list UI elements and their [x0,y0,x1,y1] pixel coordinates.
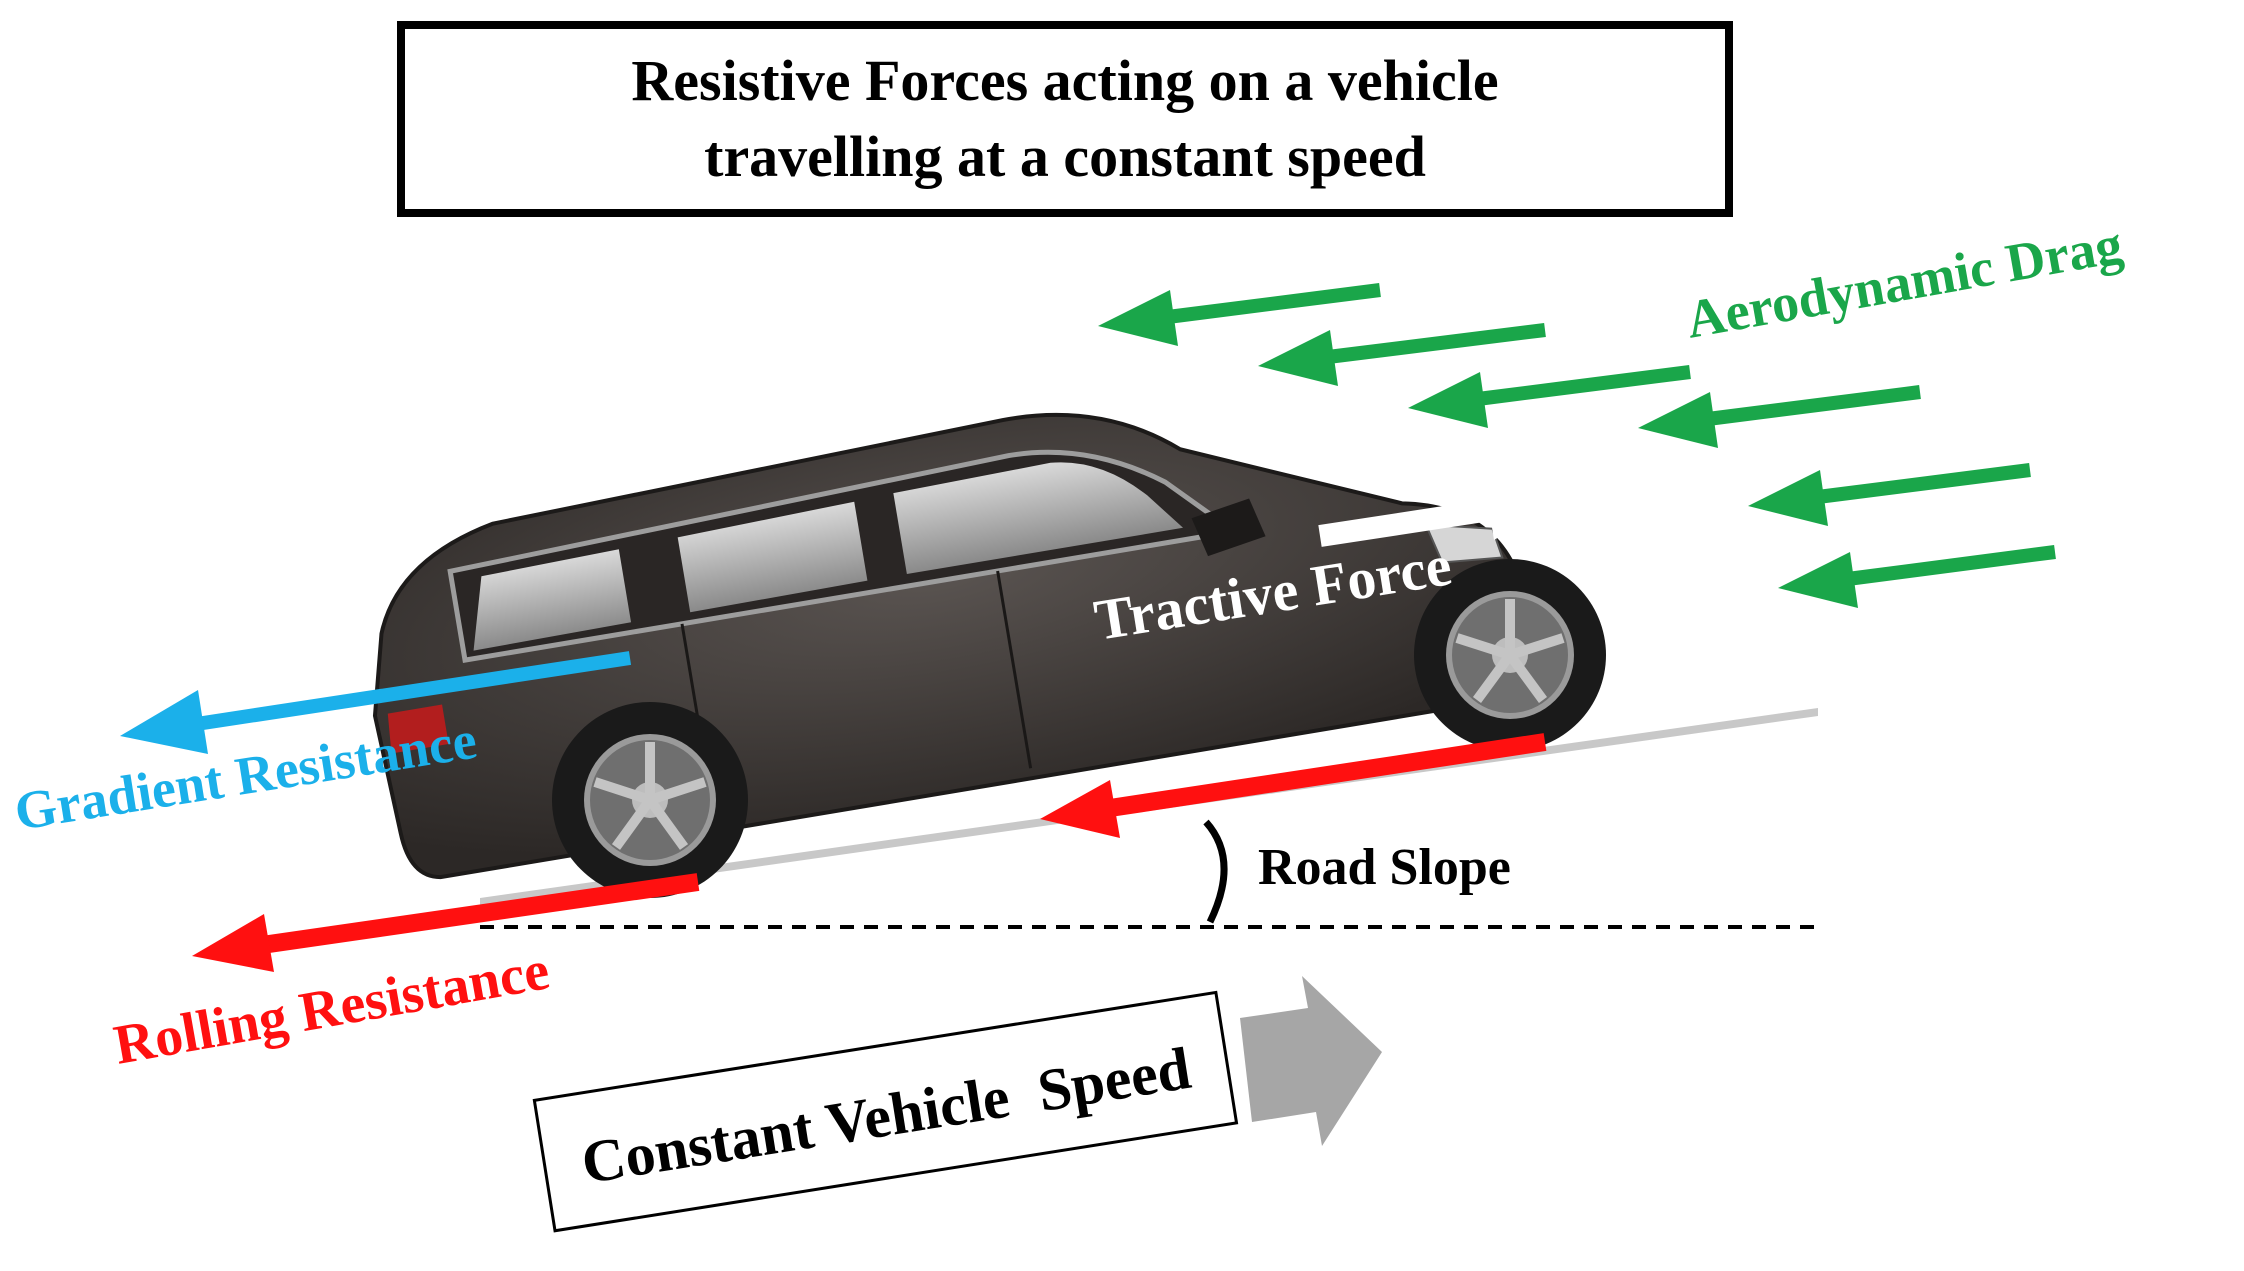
title-line-1: Resistive Forces acting on a vehicle [631,48,1499,113]
drag-arrow-5 [1748,463,2031,526]
road-slope-label: Road Slope [1258,839,1511,896]
drag-arrow-3 [1408,365,1691,428]
aerodynamic-drag-arrows [1098,283,2056,608]
rolling-resistance-arrow-rear [192,873,700,972]
drag-arrow-6 [1778,545,2056,608]
gradient-resistance-arrow [120,651,632,754]
drag-arrow-2 [1258,323,1546,386]
rolling-resistance-label: Rolling Resistance [109,939,553,1077]
drag-arrow-4 [1638,385,1921,448]
front-wheel [1414,559,1606,751]
title-box: Resistive Forces acting on a vehicle tra… [397,21,1733,217]
tractive-force-arrow [1318,478,1560,547]
drag-arrow-1 [1098,283,1381,346]
rolling-resistance-arrow-front [1040,733,1547,838]
road-slope-angle-arc [1203,819,1228,924]
aerodynamic-drag-label: Aerodynamic Drag [1682,214,2127,350]
rear-wheel [552,702,748,898]
constant-speed-arrow [1240,976,1382,1146]
constant-speed-box: Constant Vehicle Speed [532,990,1239,1233]
title-line-2: travelling at a constant speed [704,124,1426,189]
